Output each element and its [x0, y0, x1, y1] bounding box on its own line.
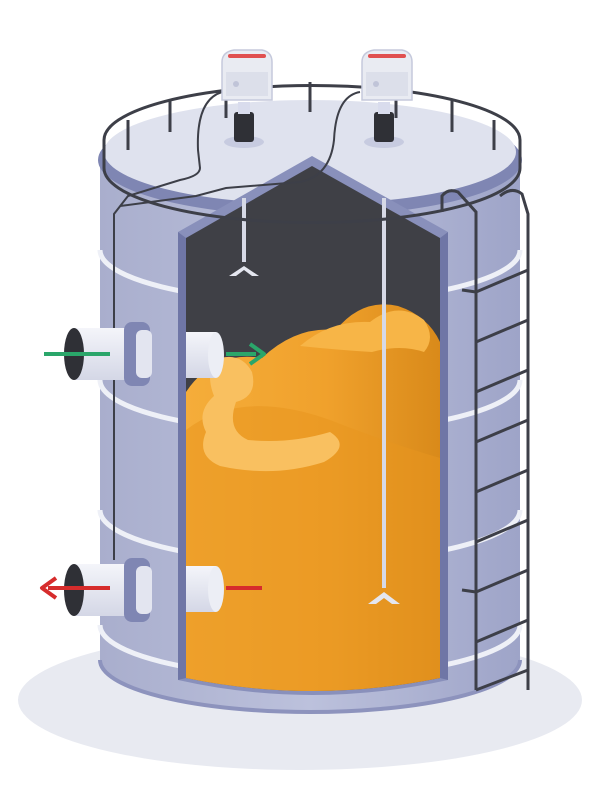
right-radar-sensor — [361, 49, 413, 148]
sensor-cables — [113, 91, 361, 560]
sensor-screw — [373, 81, 379, 87]
outlet-pipe — [64, 558, 224, 622]
inlet-splash — [202, 356, 340, 472]
outlet-flow-arrow — [40, 576, 262, 600]
sensor-screw — [233, 81, 239, 87]
short-probe — [229, 198, 259, 276]
roof-handrail — [102, 82, 522, 225]
left-radar-sensor — [221, 49, 273, 148]
side-ladder — [440, 189, 530, 692]
long-probe — [368, 198, 400, 604]
inlet-flow-arrow — [44, 342, 266, 366]
liquid-contents — [186, 304, 440, 691]
